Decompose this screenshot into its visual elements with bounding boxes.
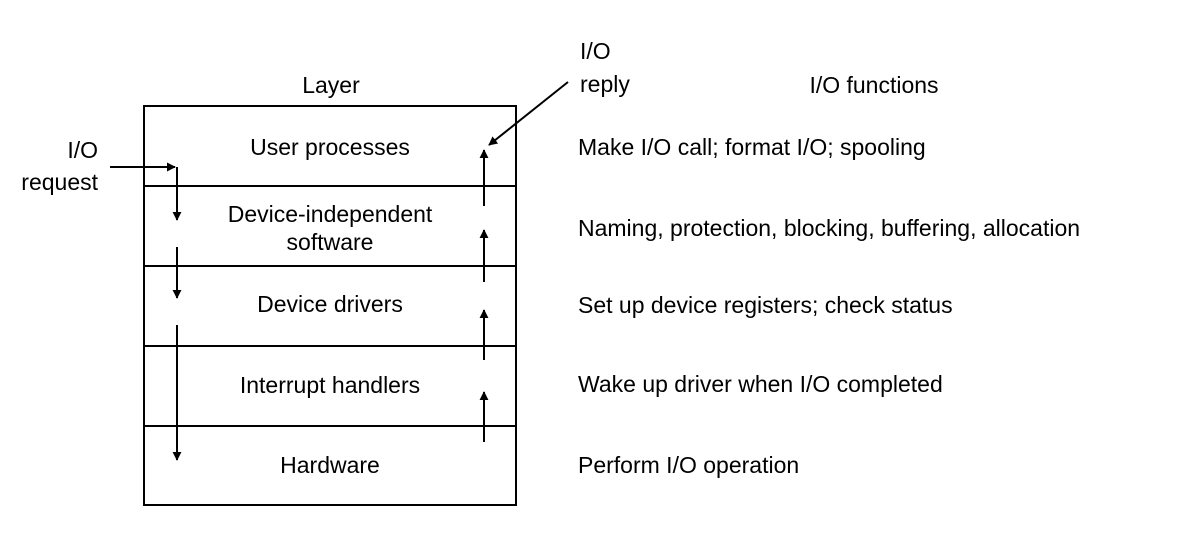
layer-hardware: Hardware <box>280 452 380 478</box>
reply-exit-arrow <box>488 81 569 146</box>
layer-column-header: Layer <box>302 72 360 98</box>
layer-device-drivers: Device drivers <box>257 291 403 317</box>
reply-path <box>479 81 569 442</box>
functions-column-header: I/O functions <box>809 72 938 98</box>
reply-label-line2: reply <box>580 71 630 97</box>
request-label-line1: I/O <box>67 137 98 163</box>
function-interrupt-handlers: Wake up driver when I/O completed <box>578 371 943 397</box>
layer-stack-frame <box>143 105 517 506</box>
layer-stack <box>143 105 517 506</box>
layer-interrupt-handlers: Interrupt handlers <box>240 372 420 398</box>
function-device-drivers: Set up device registers; check status <box>578 292 953 318</box>
reply-label-line1: I/O <box>580 38 611 64</box>
layer-user-processes: User processes <box>250 134 410 160</box>
layer-device-independent-line2: software <box>287 229 374 255</box>
function-device-independent: Naming, protection, blocking, buffering,… <box>578 215 1080 241</box>
function-user-processes: Make I/O call; format I/O; spooling <box>578 134 926 160</box>
layer-device-independent-line1: Device-independent <box>228 201 433 227</box>
request-label-line2: request <box>21 169 98 195</box>
function-hardware: Perform I/O operation <box>578 452 799 478</box>
request-path <box>110 162 182 461</box>
